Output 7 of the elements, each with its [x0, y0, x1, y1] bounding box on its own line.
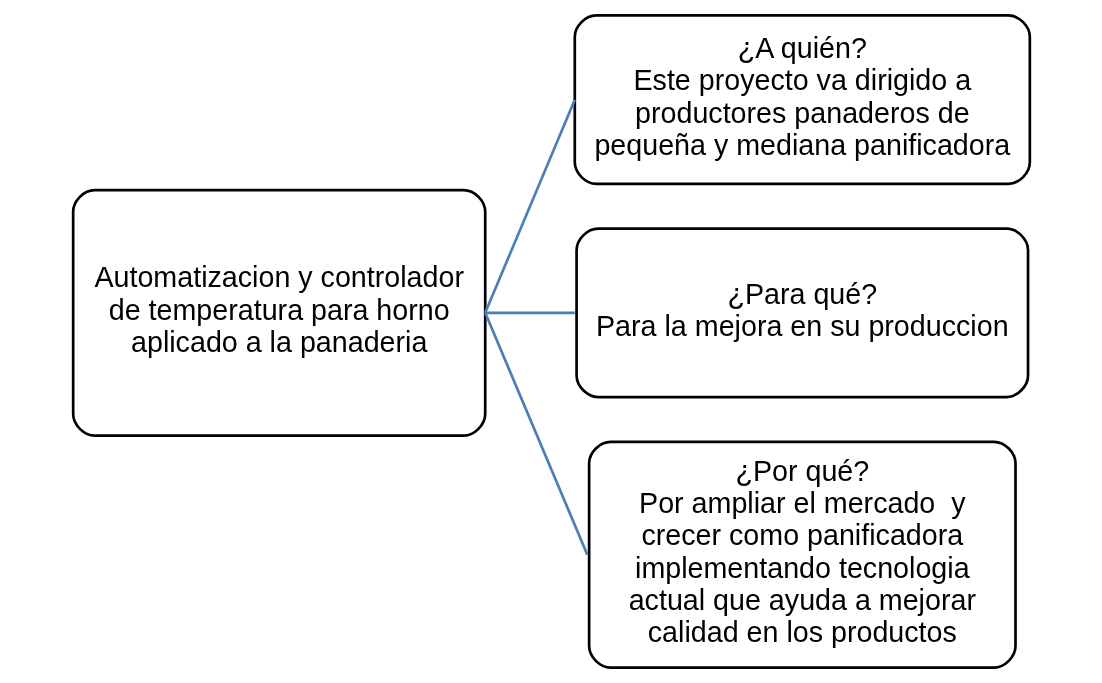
- node-box: ¿A quién? Este proyecto va dirigido a productores panaderos de pequeña y mediana panificadora: [572, 14, 1031, 186]
- connector: [483, 312, 589, 556]
- node-box: ¿Por qué? Por ampliar el mercado y crecer como panificadora implementando tecnologia actual que ayuda a mejorar calidad en los productos: [587, 440, 1017, 669]
- node-box: ¿Para qué? Para la mejora en su produccion: [574, 227, 1029, 399]
- connector: [484, 311, 575, 315]
- connector: [483, 99, 576, 314]
- node-box: Automatizacion y controlador de temperatura para horno aplicado a la panaderia: [71, 188, 487, 437]
